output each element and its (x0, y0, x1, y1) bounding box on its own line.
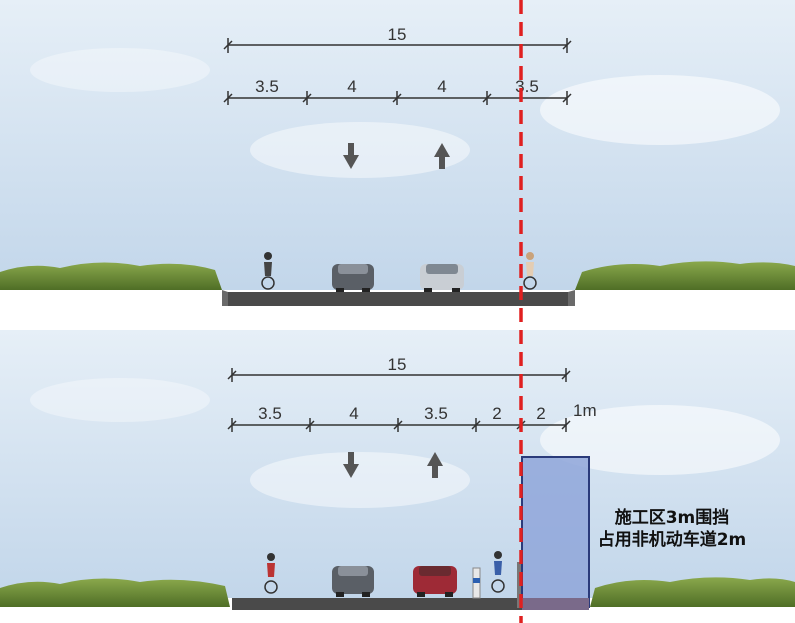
car-red-icon (413, 566, 457, 597)
bottom-section: 15 3.5 4 3.5 2 2 1m (0, 330, 795, 610)
top-total-width-label: 15 (388, 25, 407, 44)
car-silver-icon (420, 264, 464, 292)
down-arrow-icon (343, 452, 359, 478)
top-grass-left (0, 262, 222, 290)
bottom-grass-right (590, 577, 795, 607)
barrier-post (517, 562, 521, 608)
bottom-lane-label: 2 (492, 404, 501, 423)
section-divider (0, 306, 795, 330)
up-arrow-icon (427, 452, 443, 478)
bottom-lane-label: 3.5 (258, 404, 282, 423)
bollard-icon (472, 567, 481, 599)
cyclist-icon (523, 252, 537, 290)
cloud (30, 378, 210, 422)
construction-label-line1: 施工区3m围挡 (615, 507, 730, 528)
cyclist-icon (264, 553, 278, 594)
cloud (30, 48, 210, 92)
bottom-lane-label: 2 (536, 404, 545, 423)
bottom-road-under-barrier (522, 598, 589, 610)
bottom-grass-left (0, 578, 230, 607)
top-lane-dimensions: 3.5 4 4 3.5 (223, 77, 572, 105)
bottom-total-dimension: 15 (227, 355, 571, 382)
bottom-total-width-label: 15 (388, 355, 407, 374)
cyclist-icon (261, 252, 275, 290)
top-total-dimension: 15 (223, 25, 572, 53)
bottom-lane-label: 3.5 (424, 404, 448, 423)
top-grass-right (575, 261, 795, 290)
cyclist-icon (491, 551, 505, 593)
offset-label: 1m (573, 401, 597, 420)
top-sky (0, 0, 795, 290)
car-dark-icon (332, 566, 374, 597)
car-dark-icon (332, 264, 374, 292)
construction-label-line2: 占用非机动车道2m (598, 529, 747, 550)
cloud (250, 122, 470, 178)
cloud (540, 75, 780, 145)
top-road-surface (228, 292, 568, 306)
top-lane-label: 3.5 (255, 77, 279, 96)
top-section: 15 3.5 4 4 3.5 (0, 0, 795, 306)
cloud (540, 405, 780, 475)
bottom-lane-dimensions: 3.5 4 3.5 2 2 1m (227, 401, 597, 432)
top-lane-label: 3.5 (515, 77, 539, 96)
construction-zone-barrier (521, 456, 590, 608)
top-lane-label: 4 (437, 77, 446, 96)
bottom-lane-label: 4 (349, 404, 358, 423)
bottom-road-surface (232, 598, 522, 610)
down-arrow-icon (343, 143, 359, 169)
cloud (250, 452, 470, 508)
top-lane-label: 4 (347, 77, 356, 96)
up-arrow-icon (434, 143, 450, 169)
